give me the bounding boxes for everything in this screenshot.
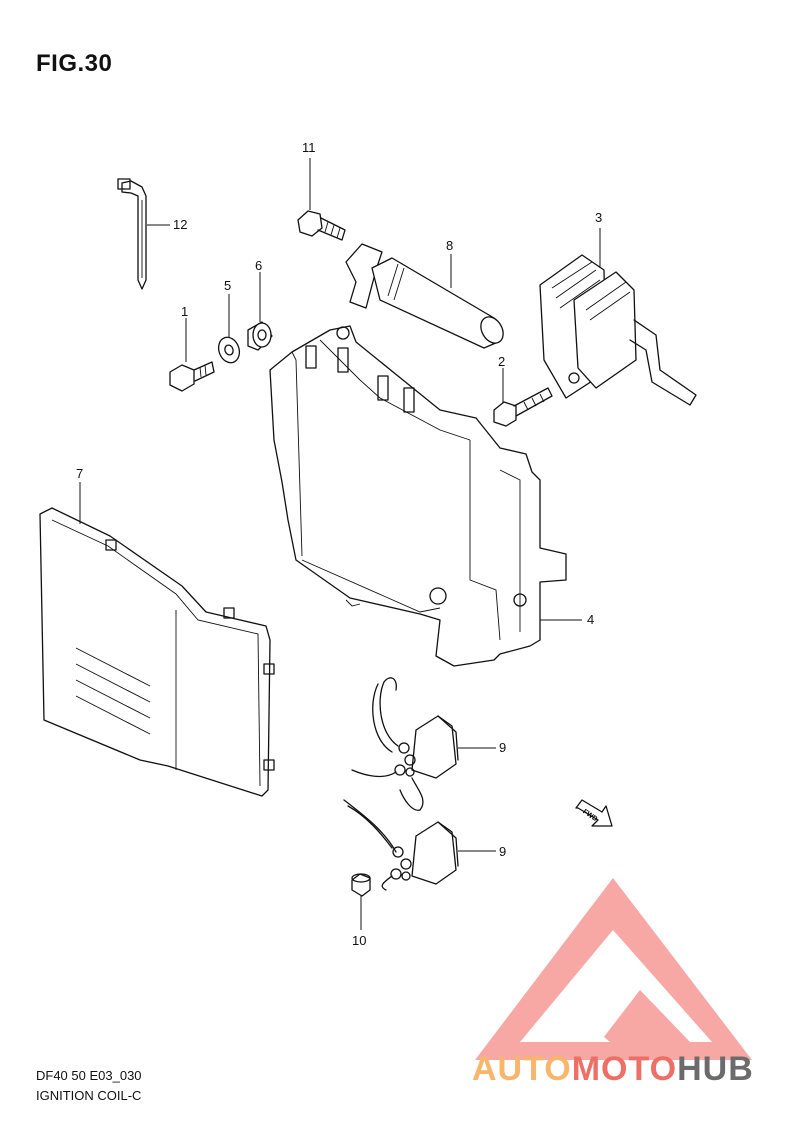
- grommet-part: [247, 321, 273, 351]
- coil-bracket-part: [269, 325, 567, 667]
- callout-5: 5: [224, 278, 231, 293]
- tie-strap-part: [117, 178, 147, 290]
- figure-caption: DF40 50 E03_030 IGNITION COIL-C: [36, 1066, 142, 1106]
- cap-part: [351, 873, 371, 897]
- watermark-text: AUTOMOTOHUB: [472, 1050, 754, 1089]
- callout-3: 3: [595, 210, 602, 225]
- callout-4: 4: [587, 612, 594, 627]
- callout-9-upper: 9: [499, 740, 506, 755]
- watermark-word-hub: HUB: [677, 1050, 754, 1088]
- callout-2: 2: [498, 354, 505, 369]
- fwd-arrow-icon: FWD: [575, 799, 613, 827]
- callout-6: 6: [255, 258, 262, 273]
- leader-lines: [79, 158, 601, 930]
- callout-10: 10: [352, 933, 366, 948]
- callout-9-lower: 9: [499, 844, 506, 859]
- callout-labels: 1 2 3 4 5 6 7 8 9 9 10 11 12: [76, 140, 602, 948]
- callout-11: 11: [302, 140, 316, 155]
- callout-7: 7: [76, 466, 83, 481]
- bolt-part-2: [493, 387, 553, 427]
- callout-1: 1: [181, 304, 188, 319]
- bolt-part: [169, 361, 215, 392]
- washer-part: [217, 336, 241, 364]
- figure-title: FIG.30: [36, 50, 113, 77]
- bolt-part-11: [297, 210, 346, 241]
- callout-12: 12: [173, 217, 187, 232]
- watermark-logo: [475, 878, 752, 1060]
- watermark-word-moto: MOTO: [571, 1050, 678, 1088]
- cover-part: [39, 507, 275, 797]
- figure-code: DF40 50 E03_030: [36, 1068, 142, 1083]
- ignition-coil-part: [345, 243, 504, 349]
- watermark-word-auto: AUTO: [472, 1050, 572, 1088]
- relay-part-lower: [343, 799, 459, 891]
- callout-8: 8: [446, 238, 453, 253]
- relay-part-upper: [351, 677, 459, 811]
- regulator-part: [539, 254, 697, 406]
- figure-name: IGNITION COIL-C: [36, 1088, 142, 1103]
